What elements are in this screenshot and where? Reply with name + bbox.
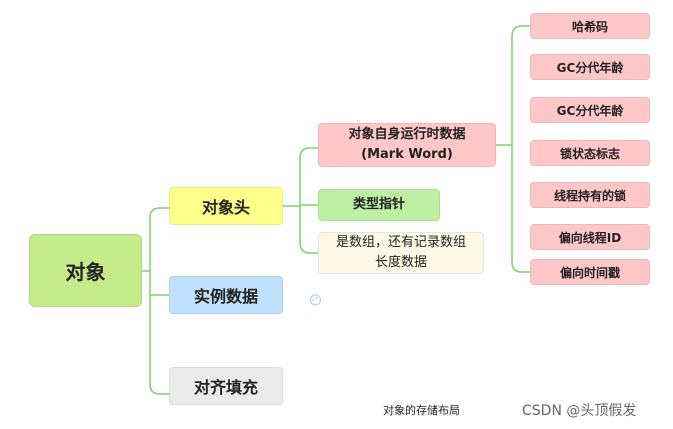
root-node-object: 对象 [29,234,142,307]
leaf-hash-code: 哈希码 [530,13,650,39]
leaf-label: 线程持有的锁 [553,188,626,203]
leaf-label: 哈希码 [571,19,608,34]
instance-data-label: 实例数据 [193,287,258,306]
leaf-thread-held-lock: 线程持有的锁 [530,182,650,208]
klass-pointer-label: 类型指针 [352,197,405,212]
leaf-label: 偏向线程ID [558,230,622,245]
alignment-padding-label: 对齐填充 [193,378,258,397]
csdn-watermark: CSDN @头顶假发 [522,403,637,419]
object-header-label: 对象头 [201,198,250,217]
node-object-header: 对象头 [169,187,283,225]
faint-stamp-icon [306,275,354,314]
leaf-biased-thread-id: 偏向线程ID [530,224,650,250]
leaf-biased-timestamp: 偏向时间戳 [530,259,650,285]
mark-word-line2: (Mark Word) [361,147,453,162]
node-klass-pointer: 类型指针 [318,189,440,221]
leaf-gc-age-1: GC分代年龄 [530,54,650,80]
node-alignment-padding: 对齐填充 [169,367,283,405]
leaf-label: GC分代年龄 [556,103,624,118]
array-length-line2: 长度数据 [374,255,427,270]
node-array-length: 是数组，还有记录数组 长度数据 [318,232,484,274]
leaf-lock-state-flag: 锁状态标志 [530,140,650,166]
leaf-label: 锁状态标志 [559,146,620,161]
leaf-label: GC分代年龄 [556,60,624,75]
array-length-line1: 是数组，还有记录数组 [335,235,466,250]
leaf-gc-age-2: GC分代年龄 [530,97,650,123]
diagram-caption: 对象的存储布局 [383,404,460,417]
connector-markword [496,25,530,273]
connector-root [142,207,169,395]
node-instance-data: 实例数据 [169,276,283,314]
root-label: 对象 [65,260,106,284]
node-mark-word: 对象自身运行时数据 (Mark Word) [318,123,496,167]
leaf-label: 偏向时间戳 [559,265,620,280]
mark-word-line1: 对象自身运行时数据 [348,127,466,142]
connector-header [283,147,318,254]
